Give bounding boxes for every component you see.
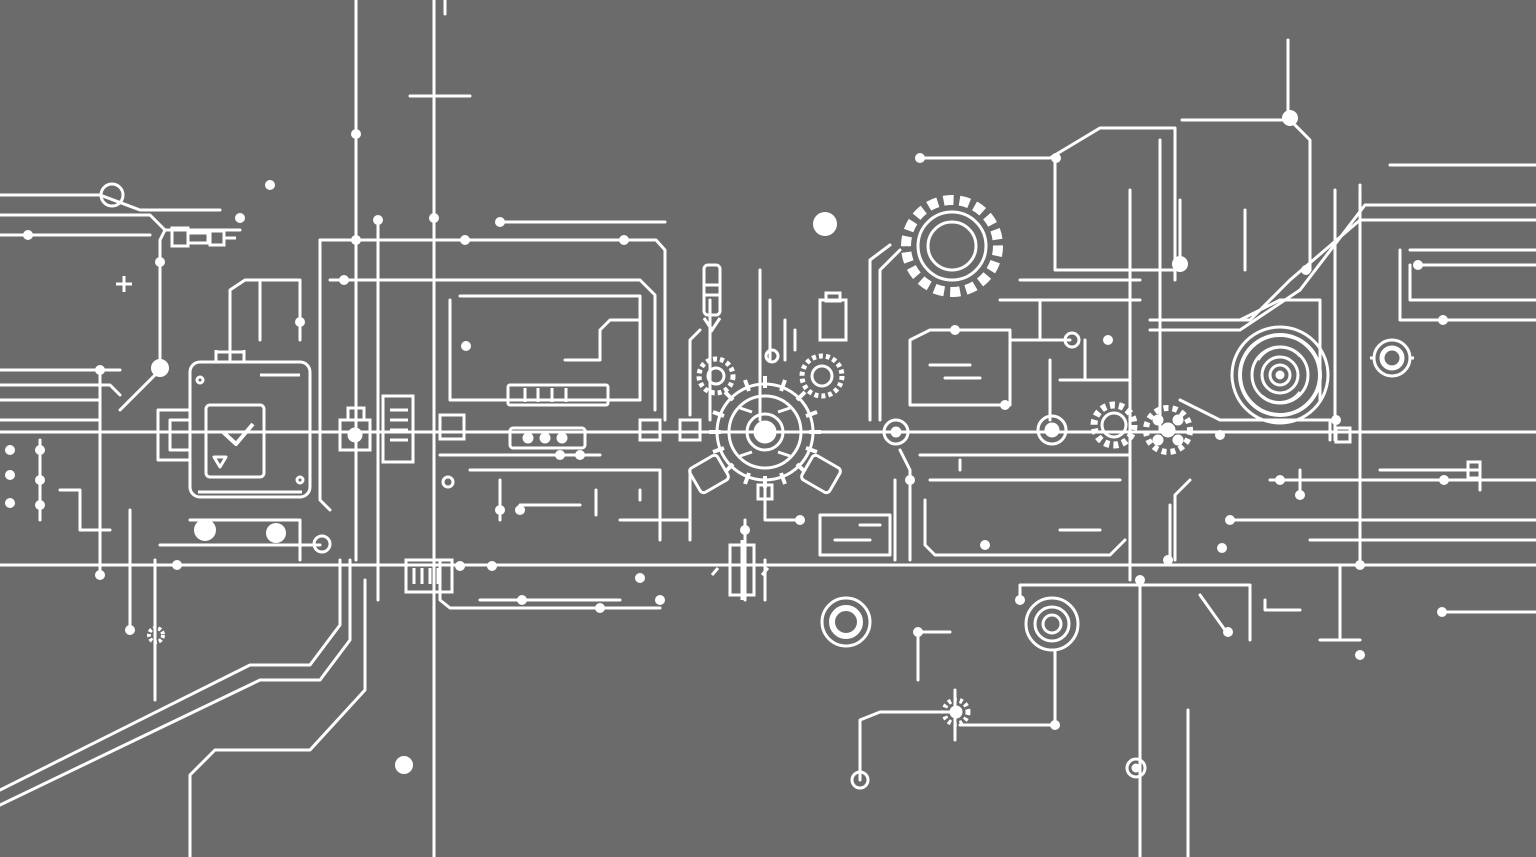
large-dots <box>151 110 1298 774</box>
large-gear-icon <box>901 195 1003 297</box>
central-gear-icon <box>688 376 842 501</box>
plus-icon <box>116 276 132 292</box>
plug-connector-icon <box>170 226 236 248</box>
ring-connector-icon <box>99 182 125 208</box>
dot-grid <box>5 445 45 510</box>
circuit-nodes <box>23 115 1449 730</box>
ring-connector-icon <box>1334 338 1482 480</box>
gear-cluster-icon <box>1036 401 1193 455</box>
bottom-rings <box>147 331 1147 790</box>
battery-icon <box>404 263 848 600</box>
checkmark-device-icon <box>156 350 312 499</box>
small-gear-icon <box>696 348 910 446</box>
target-disc-icon <box>1230 325 1330 425</box>
capacitor-icon <box>338 394 415 464</box>
display-panel-icon <box>438 383 702 450</box>
